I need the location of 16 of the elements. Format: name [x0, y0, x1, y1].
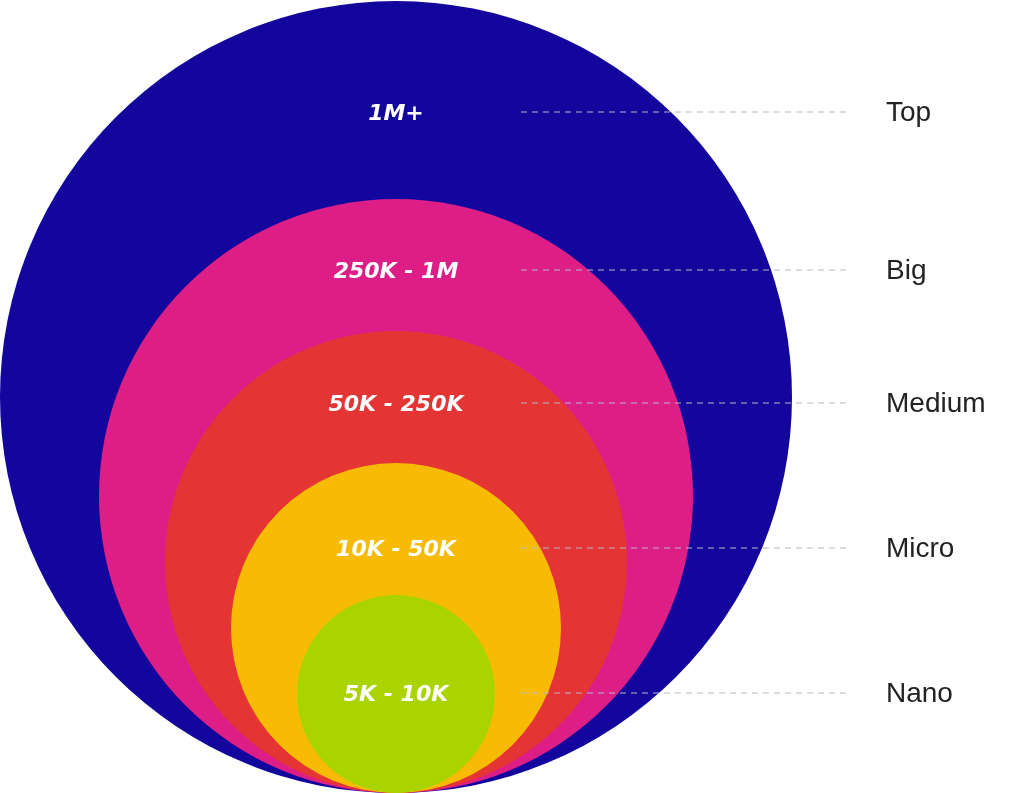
- range-label: 1M+: [368, 99, 424, 125]
- tier-label: Big: [886, 254, 927, 286]
- leader-line: [519, 111, 847, 113]
- tier-label: Top: [886, 96, 932, 128]
- range-label: 10K - 50K: [336, 535, 456, 561]
- range-label: 250K - 1M: [333, 257, 459, 283]
- leader-line: [519, 402, 847, 404]
- range-label: 5K - 10K: [343, 680, 449, 706]
- tier-label: Nano: [886, 677, 953, 709]
- tier-label: Medium: [886, 387, 986, 419]
- leader-line: [519, 692, 847, 694]
- leader-line: [519, 547, 847, 549]
- range-label: 50K - 250K: [328, 390, 464, 416]
- tier-label: Micro: [886, 532, 955, 564]
- leader-line: [519, 269, 847, 271]
- circle: [0, 1, 792, 793]
